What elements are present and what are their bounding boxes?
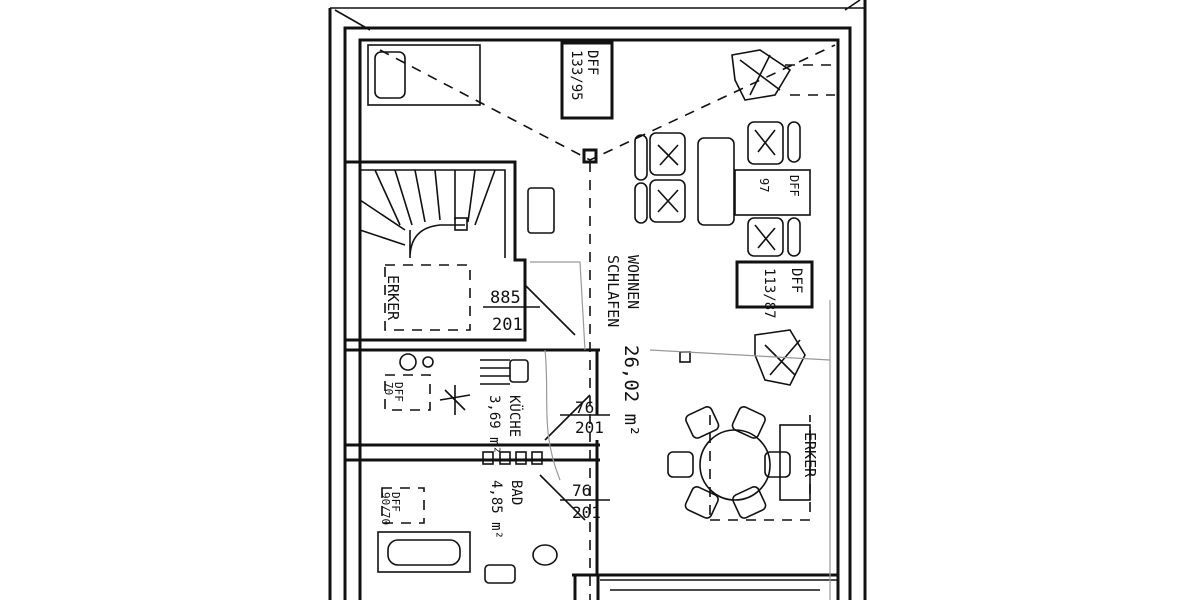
svg-text:4,85 m²: 4,85 m² — [488, 480, 504, 539]
svg-text:76: 76 — [575, 398, 594, 417]
svg-text:DFF: DFF — [584, 50, 600, 75]
room-living: WOHNEN SCHLAFEN 26,02 m² — [604, 255, 642, 437]
svg-text:DFF: DFF — [788, 268, 804, 293]
plant-icon — [731, 49, 792, 101]
dashed-lines — [785, 64, 835, 96]
svg-text:3,69 m²: 3,69 m² — [486, 395, 502, 454]
dining-table — [667, 406, 791, 519]
staircase — [345, 160, 600, 462]
svg-text:133/95: 133/95 — [568, 50, 584, 101]
skylight-133-95: DFF 133/95 — [560, 41, 614, 120]
sofa-group — [634, 121, 801, 257]
svg-text:ERKER: ERKER — [801, 432, 819, 478]
skylight-97: DFF 97 — [734, 169, 811, 216]
svg-text:113/87: 113/87 — [761, 268, 777, 319]
svg-text:201: 201 — [492, 315, 523, 335]
svg-text:WOHNEN: WOHNEN — [624, 255, 642, 309]
svg-text:DFF: DFF — [392, 382, 405, 402]
outer-walls — [328, 0, 867, 600]
bathroom: DFF 90/70 BAD 4,85 m² — [377, 480, 558, 584]
svg-text:97: 97 — [757, 178, 771, 192]
svg-text:BAD: BAD — [508, 480, 524, 505]
door-885-201: 885 201 — [483, 284, 576, 336]
svg-text:70: 70 — [382, 382, 395, 395]
bay-left: ERKER — [384, 264, 471, 331]
pencil-marks — [530, 261, 831, 600]
skylight-113-87: DFF 113/87 — [735, 260, 814, 319]
svg-text:DFF: DFF — [389, 492, 402, 512]
svg-text:201: 201 — [575, 418, 604, 437]
svg-text:201: 201 — [572, 503, 601, 522]
svg-text:26,02 m²: 26,02 m² — [620, 345, 642, 437]
kitchen: DFF 70 KÜCHE 3,69 m² — [382, 348, 599, 575]
svg-text:ERKER: ERKER — [384, 275, 402, 321]
svg-text:KÜCHE: KÜCHE — [506, 395, 524, 437]
bed — [367, 44, 836, 161]
svg-text:90/70: 90/70 — [379, 492, 392, 525]
bay-right: ERKER — [709, 415, 819, 521]
chimney — [482, 451, 543, 465]
post — [679, 351, 691, 363]
door-76-201-kitchen: 76 201 — [544, 394, 610, 441]
svg-text:DFF: DFF — [787, 175, 801, 197]
door-76-201-bath: 76 201 — [539, 474, 610, 522]
stair-opening — [572, 573, 838, 600]
svg-text:76: 76 — [572, 481, 591, 500]
svg-text:885: 885 — [490, 288, 521, 308]
svg-text:SCHLAFEN: SCHLAFEN — [604, 255, 622, 327]
